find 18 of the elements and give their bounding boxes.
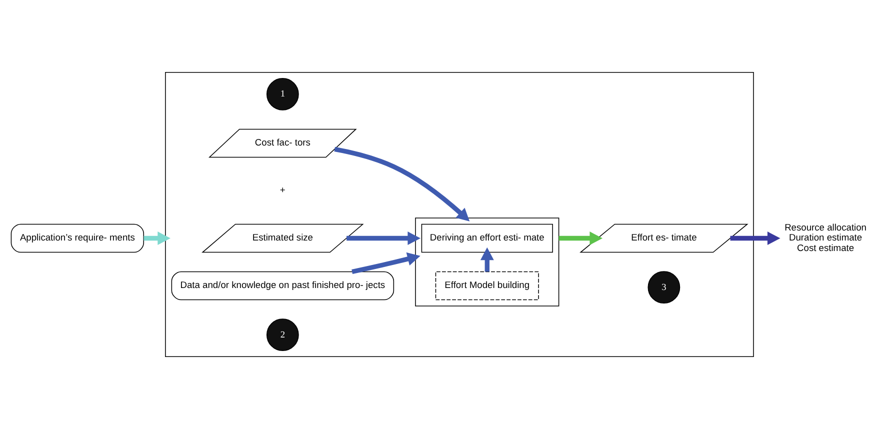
cluster [415,218,560,306]
arrow [558,232,603,245]
node-box: Deriving an effort esti- mate [421,224,553,253]
arrow [480,247,494,272]
node-circle: 2 [266,318,299,352]
label: + [280,185,286,196]
node-box: Effort Model building [435,271,539,300]
arrow [346,232,421,245]
node-circle: 3 [648,271,680,304]
node-text: Resource allocation Duration estimate Cost estimate [784,222,867,253]
node-circle: 1 [266,78,299,110]
arrow [730,232,780,245]
node-box: Data and/or knowledge on past finished pro- jects [171,271,394,300]
node-box: Application’s require- ments [10,224,144,253]
arrow [144,232,170,245]
arrow [352,252,420,274]
cluster [165,72,754,358]
arrow [334,146,470,222]
